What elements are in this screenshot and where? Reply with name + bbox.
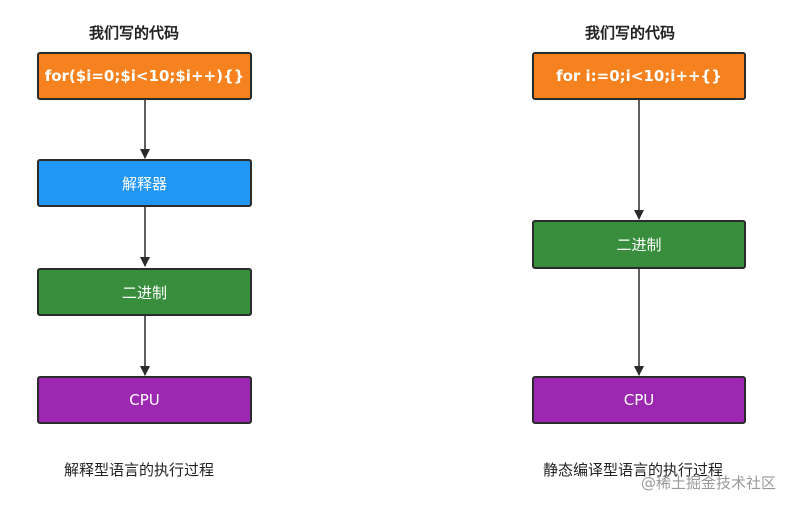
right-node-code: for i:=0;i<10;i++{} [532,52,746,100]
right-node-cpu: CPU [532,376,746,424]
left-node-cpu: CPU [37,376,252,424]
right-panel-title: 我们写的代码 [585,24,676,42]
right-node-binary: 二进制 [532,220,746,269]
left-node-code: for($i=0;$i<10;$i++){} [37,52,252,100]
left-panel-title: 我们写的代码 [89,24,180,42]
left-node-interpreter: 解释器 [37,159,252,207]
left-caption: 解释型语言的执行过程 [64,461,215,479]
right-caption: 静态编译型语言的执行过程 [543,461,724,479]
watermark: @稀土掘金技术社区 [641,474,777,492]
left-node-binary: 二进制 [37,268,252,316]
